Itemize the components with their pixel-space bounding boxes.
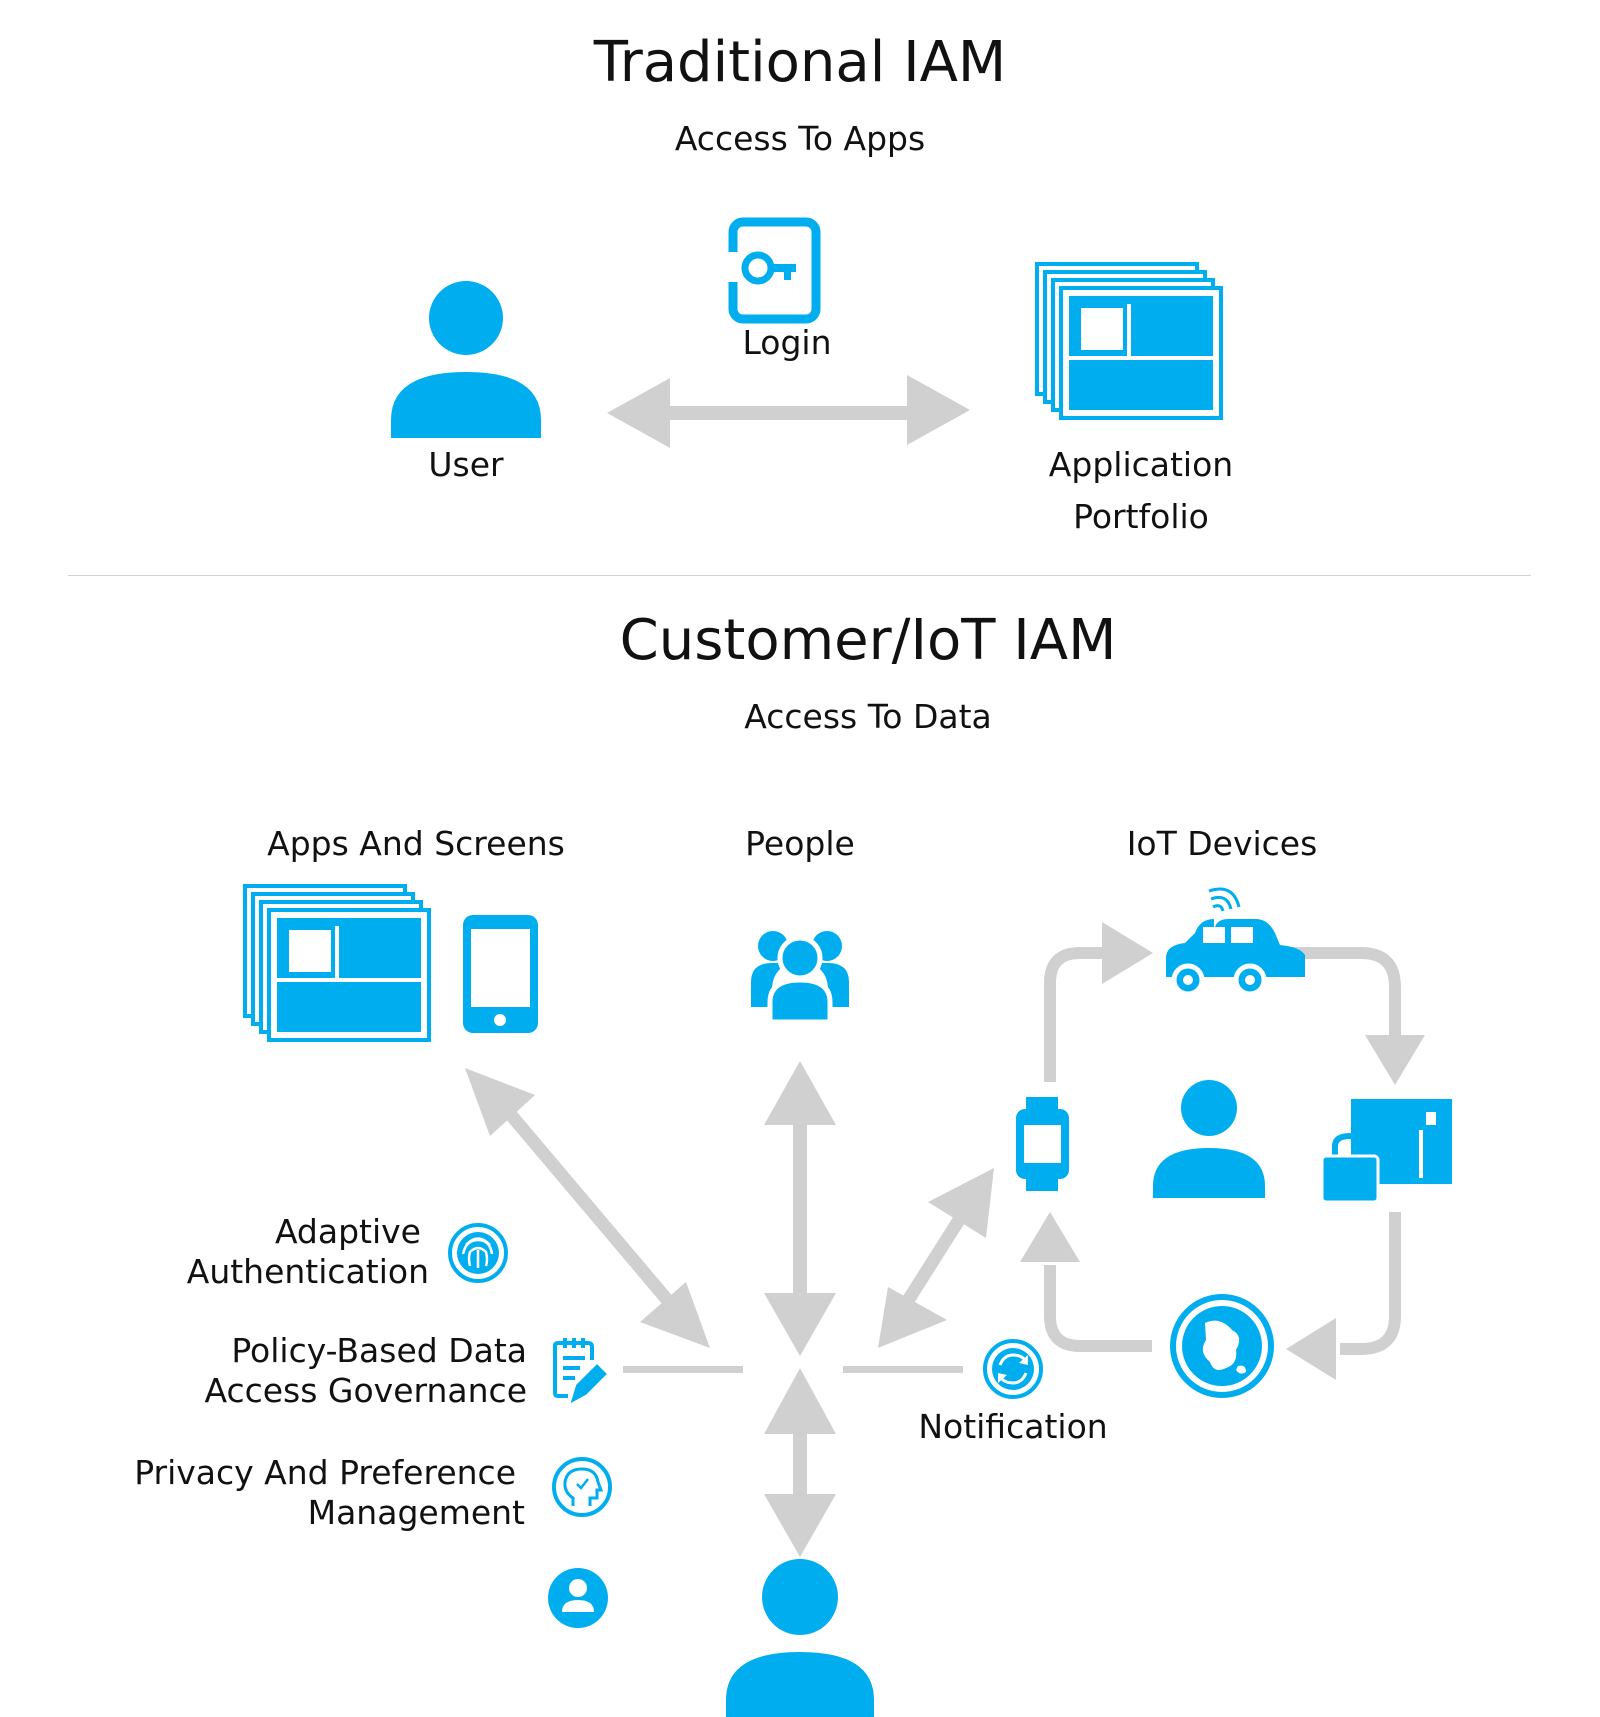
application-label-line2: Portfolio <box>1073 497 1209 536</box>
apps-and-screens-icon <box>243 884 431 1042</box>
login-double-arrow-icon <box>607 375 970 448</box>
privacy-head-icon <box>552 1457 612 1517</box>
feature-label-privacy-line1: Privacy And Preference <box>134 1453 516 1492</box>
feature-label-adaptive-line1: Adaptive <box>274 1212 421 1251</box>
smart-lock-door-icon <box>1320 1099 1452 1204</box>
user-label: User <box>428 445 504 484</box>
feature-label-policy-line1: Policy-Based Data <box>231 1331 527 1370</box>
application-label-line1: Application <box>1048 445 1234 484</box>
iot-to-hub-double-arrow-icon <box>878 1168 994 1348</box>
apps-to-hub-double-arrow-icon <box>465 1068 710 1348</box>
iot-loop-arrows-icon <box>1044 947 1401 1355</box>
center-user-icon <box>1153 1080 1265 1198</box>
login-label: Login <box>742 323 832 362</box>
traditional-subtitle: Access To Apps <box>674 119 926 158</box>
feature-label-adaptive-line2: Authentication <box>186 1252 429 1291</box>
traditional-title: Traditional IAM <box>593 30 1007 95</box>
iot-loop-arrowheads <box>1020 922 1425 1380</box>
notification-sync-icon <box>983 1339 1043 1399</box>
fingerprint-icon <box>448 1223 508 1283</box>
feature-label-privacy-line2: Management <box>307 1493 525 1532</box>
section-divider <box>68 575 1531 576</box>
login-phone-key-icon <box>712 217 821 324</box>
people-to-hub-double-arrow-icon <box>764 1061 836 1356</box>
smartwatch-icon <box>1016 1097 1069 1191</box>
hub-connector-lines <box>623 1366 963 1373</box>
notification-label: Notification <box>918 1407 1108 1446</box>
user-to-hub-double-arrow-icon <box>764 1368 836 1557</box>
global-network-icon <box>1170 1294 1274 1398</box>
iot-devices-label: IoT Devices <box>1126 824 1318 863</box>
customer-subtitle: Access To Data <box>744 697 992 736</box>
user-icon <box>391 281 541 438</box>
bottom-user-icon <box>726 1559 874 1717</box>
people-label: People <box>745 824 855 863</box>
customer-title: Customer/IoT IAM <box>619 608 1117 673</box>
people-group-icon <box>751 931 849 1025</box>
feature-label-policy-line2: Access Governance <box>204 1371 527 1410</box>
policy-document-icon <box>553 1338 607 1404</box>
apps-and-screens-label: Apps And Screens <box>267 824 565 863</box>
application-portfolio-icon <box>1035 262 1223 420</box>
user-profile-icon <box>548 1568 608 1628</box>
connected-car-icon <box>1166 887 1305 997</box>
mobile-phone-icon <box>463 915 538 1033</box>
